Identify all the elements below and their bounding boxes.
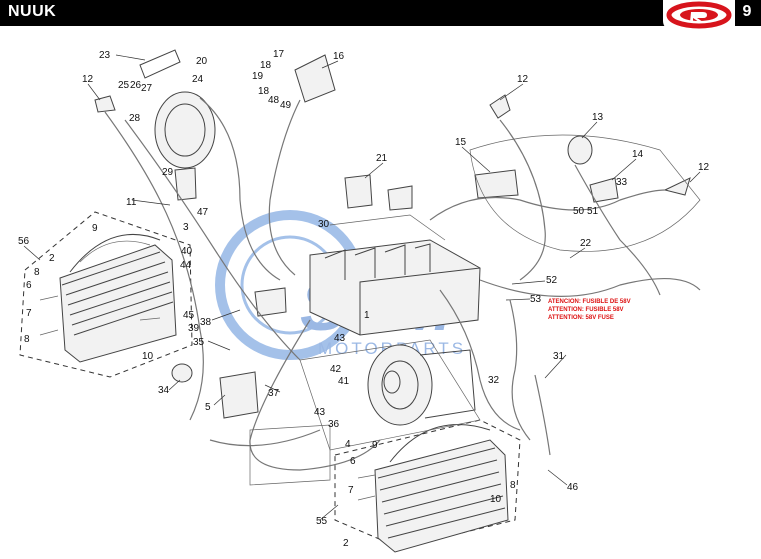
callout-label: 22 (580, 238, 592, 249)
callout-label: 24 (192, 74, 204, 85)
callout-label: 28 (129, 113, 141, 124)
controller-unit (309, 214, 481, 336)
callout-label: 6 (26, 280, 32, 291)
callout-label: 13 (592, 112, 604, 123)
callout-label: 32 (488, 375, 500, 386)
callout-label: 36 (328, 419, 340, 430)
callout-label: 11 (126, 197, 137, 208)
callout-label: 52 (546, 275, 558, 286)
callout-label: 53 (530, 294, 542, 305)
callout-label: 18 (258, 86, 270, 97)
callout-label: 20 (196, 56, 208, 67)
callout-label: 45 (183, 310, 195, 321)
callout-label: 38 (200, 317, 212, 328)
page-number: 9 (742, 3, 752, 20)
callout-label: 37 (268, 388, 280, 399)
callout-label: 41 (338, 376, 350, 387)
brand-logo (663, 0, 735, 31)
exploded-parts-diagram: SEM MOTORPARTS (18, 49, 710, 553)
warning-line-1: ATENCION: FUSIBLE DE 58V (548, 299, 631, 305)
callout-label: 35 (193, 337, 205, 348)
callout-label: 25 (118, 80, 130, 91)
callout-label: 12 (517, 74, 529, 85)
callout-label: 23 (99, 50, 111, 61)
callout-label: 18 (260, 60, 272, 71)
front-assembly (94, 49, 691, 419)
callout-label: 29 (162, 167, 174, 178)
callout-label: 2 (49, 253, 55, 264)
callout-label: 26 (130, 80, 142, 91)
callout-label: 43 (334, 333, 346, 344)
callout-labels: 1 2 2 3 4 5 6 6 7 7 8 8 8 9 9 10 10 11 1… (18, 49, 710, 549)
callout-label: 3 (183, 222, 189, 233)
header-bar (0, 0, 761, 26)
callout-label: 15 (455, 137, 467, 148)
motor (367, 344, 476, 426)
callout-label: 9 (372, 440, 378, 451)
callout-label: 46 (567, 482, 579, 493)
callout-label: 14 (632, 149, 644, 160)
battery-left (19, 211, 193, 378)
callout-label: 7 (26, 308, 32, 319)
warning-line-2: ATTENTION: FUSIBLE 58V (548, 307, 624, 313)
leader-lines (23, 54, 701, 521)
callout-label: 49 (280, 100, 292, 111)
callout-label: 51 (587, 206, 599, 217)
callout-label: 21 (376, 153, 388, 164)
callout-label: 31 (553, 351, 565, 362)
callout-label: 34 (158, 385, 170, 396)
callout-label: 44 (180, 260, 192, 271)
wiring-harness (104, 97, 701, 486)
callout-label: 9 (92, 223, 98, 234)
callout-label: 10 (142, 351, 154, 362)
callout-label: 8 (24, 334, 30, 345)
callout-label: 48 (268, 95, 280, 106)
callout-label: 50 (573, 206, 585, 217)
callout-label: 10 (490, 494, 502, 505)
callout-label: 5 (205, 402, 211, 413)
callout-label: 1 (364, 310, 370, 321)
callout-label: 33 (616, 177, 628, 188)
callout-label: 17 (273, 49, 285, 60)
callout-label: 4 (345, 439, 351, 450)
callout-label: 40 (181, 246, 193, 257)
callout-label: 8 (34, 267, 40, 278)
callout-label: 12 (82, 74, 94, 85)
callout-label: 47 (197, 207, 209, 218)
warning-line-3: ATTENTION: 58V FUSE (548, 315, 614, 321)
model-title: NUUK (8, 3, 57, 20)
fuse-warning: ATENCION: FUSIBLE DE 58V ATTENTION: FUSI… (548, 299, 631, 321)
callout-label: 7 (348, 485, 354, 496)
callout-label: 30 (318, 219, 330, 230)
callout-label: 55 (316, 516, 328, 527)
callout-label: 6 (350, 456, 356, 467)
callout-label: 2 (343, 538, 349, 549)
callout-label: 39 (188, 323, 200, 334)
callout-label: 27 (141, 83, 153, 94)
callout-label: 12 (698, 162, 710, 173)
brand-logo-mark (666, 1, 732, 29)
callout-label: 19 (252, 71, 264, 82)
callout-label: 43 (314, 407, 326, 418)
callout-label: 42 (330, 364, 342, 375)
battery-right (334, 419, 521, 553)
callout-label: 8 (510, 480, 516, 491)
callout-label: 56 (18, 236, 30, 247)
callout-label: 16 (333, 51, 345, 62)
